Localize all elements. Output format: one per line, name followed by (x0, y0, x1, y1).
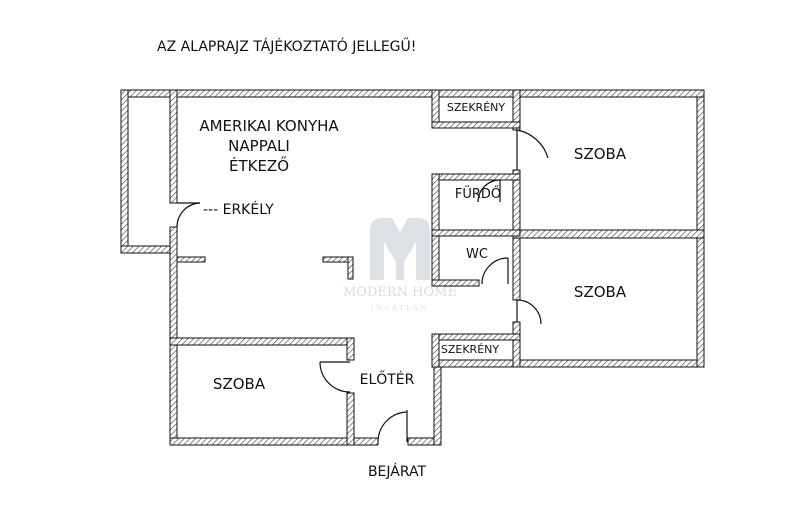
room-label-bottom-left: SZOBA (213, 375, 266, 393)
wall (169, 89, 521, 98)
door-top-right-room[interactable] (516, 129, 549, 170)
door-bottom-left-room[interactable] (319, 361, 351, 393)
room-label-wardrobe-top: SZEKRÉNY (447, 101, 506, 114)
room-label-mid-right: SZOBA (574, 283, 627, 301)
room-label-kitchen-line2: NAPPALI (228, 137, 290, 155)
watermark-subtext: INGATLAN (371, 305, 429, 312)
wall (176, 256, 206, 263)
walls (120, 89, 705, 446)
doors (176, 129, 549, 443)
door-mid-right-room[interactable] (516, 299, 542, 325)
wall (169, 89, 178, 204)
wall (431, 333, 440, 368)
wall (120, 89, 129, 254)
room-label-hall: ELŐTÉR (360, 370, 415, 388)
watermark-logo (370, 218, 430, 280)
wall (431, 333, 521, 341)
wall (512, 321, 521, 368)
wall (346, 337, 355, 361)
wall (431, 279, 480, 287)
room-label-top-right: SZOBA (574, 145, 627, 163)
watermark-text: MODERN HOME (343, 285, 457, 300)
wall (433, 359, 705, 368)
wall (169, 226, 178, 446)
wall (431, 173, 521, 181)
door-balcony[interactable] (176, 202, 201, 228)
wall (512, 89, 705, 98)
room-label-bathroom: FÜRDŐ (455, 185, 501, 202)
room-label-wc: WC (466, 247, 488, 262)
door-wc[interactable] (481, 257, 509, 285)
wall (169, 337, 355, 346)
room-label-balcony: --- ERKÉLY (203, 201, 274, 218)
wall (120, 245, 178, 254)
wall (431, 229, 521, 237)
wall (512, 229, 705, 239)
wall (696, 89, 705, 368)
watermark: MODERN HOME INGATLAN (343, 218, 457, 312)
room-label-kitchen-line3: ÉTKEZŐ (229, 155, 289, 175)
labels: AZ ALAPRAJZ TÁJÉKOZTATÓ JELLEGŰ! AMERIKA… (157, 37, 627, 480)
notice-text: AZ ALAPRAJZ TÁJÉKOZTATÓ JELLEGŰ! (157, 37, 416, 55)
entrance-label: BEJÁRAT (368, 463, 427, 480)
room-label-kitchen-line1: AMERIKAI KONYHA (199, 117, 339, 135)
wall (431, 121, 521, 129)
wall (433, 359, 442, 446)
door-bathroom[interactable] (477, 179, 501, 203)
room-label-wardrobe-bottom: SZEKRÉNY (441, 343, 500, 356)
wall (346, 392, 355, 446)
door-entrance[interactable] (377, 410, 408, 443)
wall (120, 89, 178, 98)
wall (347, 256, 354, 280)
